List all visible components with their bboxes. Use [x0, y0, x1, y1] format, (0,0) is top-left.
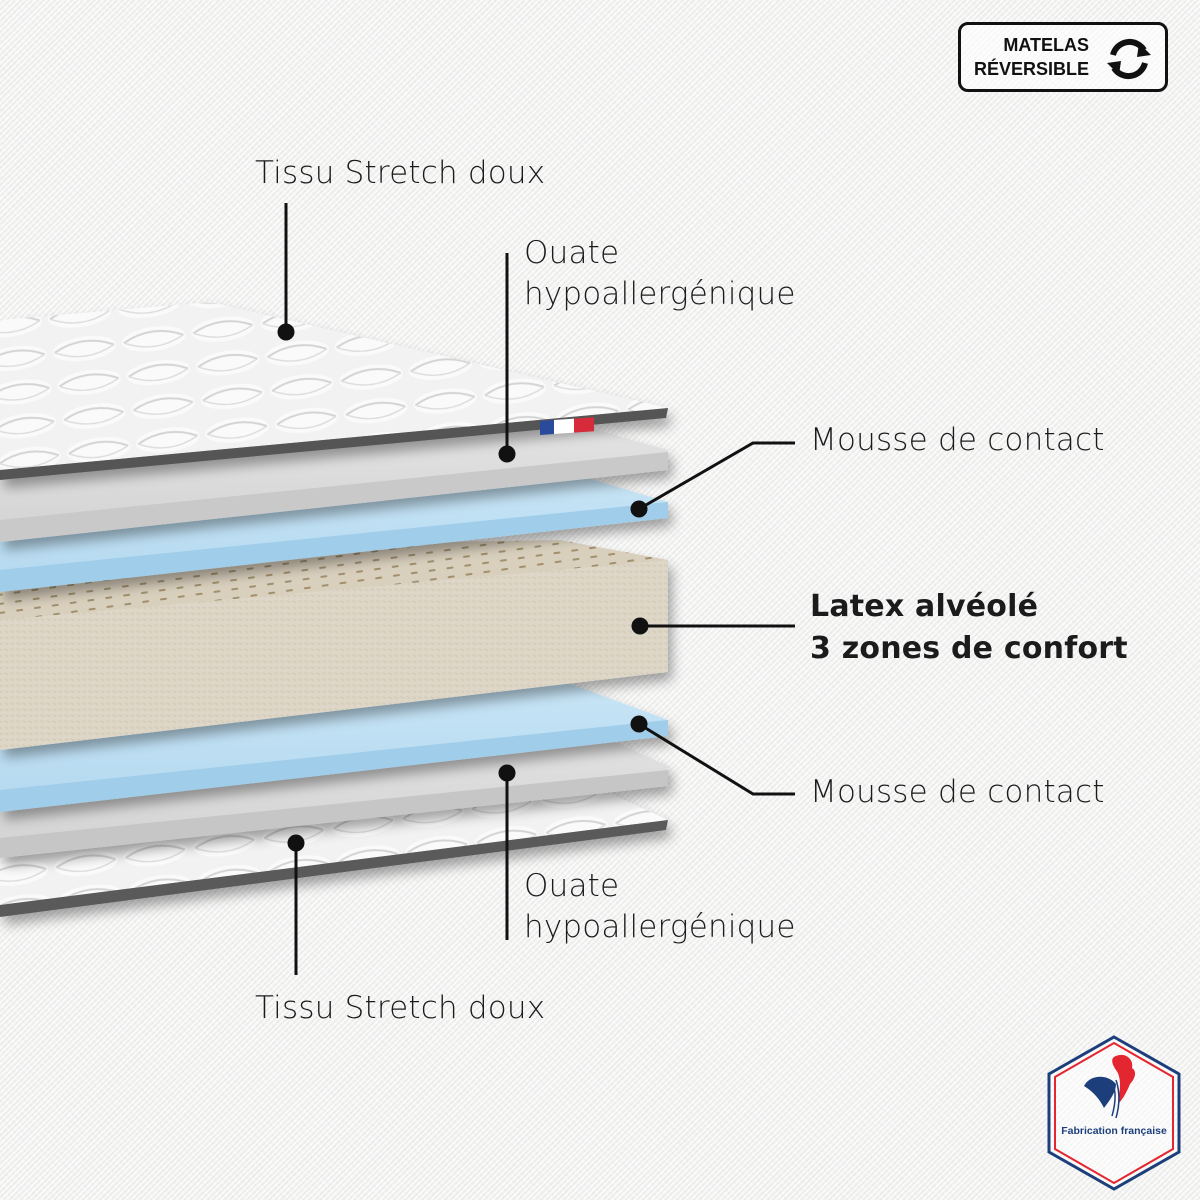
- badge-line1: MATELAS: [1003, 35, 1089, 55]
- fabrication-francaise-logo: [1047, 1035, 1181, 1191]
- fabrication-francaise-text: Fabrication française: [1061, 1125, 1167, 1137]
- french-flag-tag: [540, 417, 594, 435]
- leader-lines: [277, 203, 795, 975]
- label-top-fabric: Tissu Stretch doux: [255, 155, 546, 191]
- label-latex-core: Latex alvéolé 3 zones de confort: [810, 586, 1128, 670]
- layer-top-fabric: [0, 302, 668, 480]
- label-top-wadding-line2: hypoallergénique: [524, 276, 796, 312]
- label-bottom-wadding: Ouate hypoallergénique: [524, 866, 796, 948]
- label-latex-core-line1: Latex alvéolé: [810, 589, 1039, 624]
- reversible-mattress-badge: MATELAS RÉVERSIBLE: [958, 22, 1168, 92]
- label-top-wadding-line1: Ouate: [524, 235, 620, 271]
- label-top-wadding: Ouate hypoallergénique: [524, 233, 796, 315]
- rooster-icon: [1084, 1054, 1136, 1119]
- label-bottom-fabric: Tissu Stretch doux: [255, 990, 546, 1026]
- label-bottom-wadding-line1: Ouate: [524, 868, 620, 904]
- label-bottom-wadding-line2: hypoallergénique: [524, 909, 796, 945]
- badge-text: MATELAS RÉVERSIBLE: [974, 33, 1089, 81]
- reverse-arrows-icon: [1107, 38, 1151, 80]
- badge-line2: RÉVERSIBLE: [973, 59, 1089, 79]
- label-top-contact-foam: Mousse de contact: [810, 422, 1105, 458]
- label-bottom-contact-foam: Mousse de contact: [810, 774, 1105, 810]
- label-latex-core-line2: 3 zones de confort: [810, 631, 1128, 666]
